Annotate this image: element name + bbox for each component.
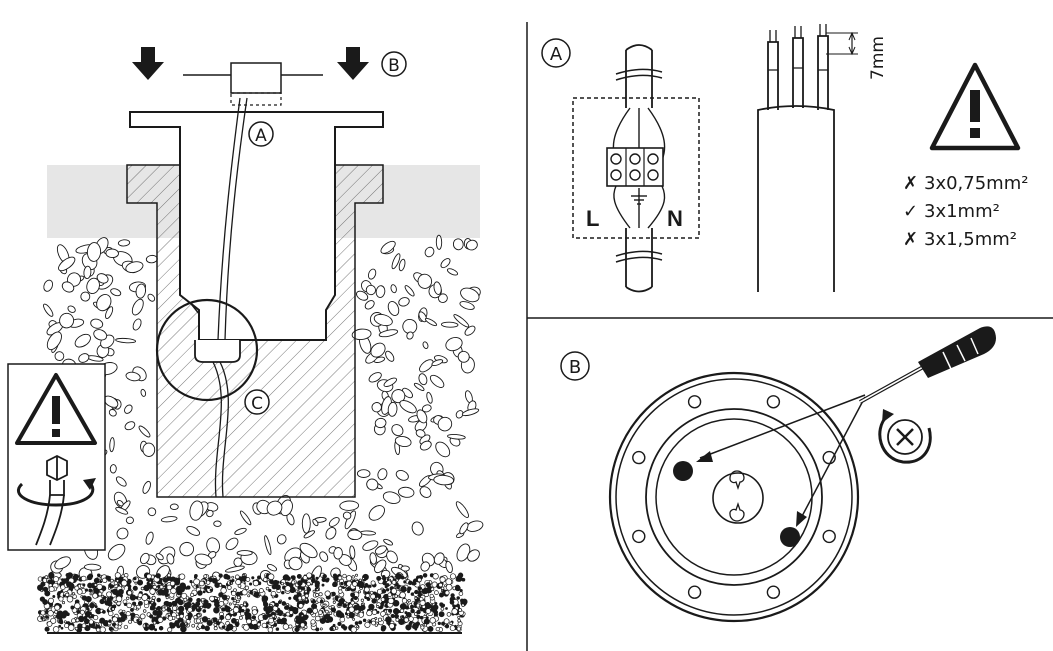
cable-option-mark: ✗ — [903, 173, 918, 194]
cable-option-text: 3x1,5mm² — [924, 229, 1017, 250]
mounting-hole — [632, 529, 646, 544]
svg-text:A: A — [255, 126, 267, 146]
cable-option-mark: ✗ — [903, 229, 918, 250]
screwdriver-icon — [859, 326, 996, 404]
mounting-hole — [766, 395, 781, 409]
neutral-label: N — [667, 206, 683, 231]
callout-c-left: C — [244, 389, 270, 415]
center-mount-icon — [712, 470, 764, 524]
svg-text:A: A — [550, 44, 563, 65]
lamp-ring-top-view — [608, 371, 866, 623]
callout-a-wiring: A — [541, 38, 571, 68]
callout-b-left: B — [381, 51, 407, 77]
cable-option-text: 3x1mm² — [924, 201, 1000, 222]
live-label: L — [586, 206, 599, 231]
unscrew-rotation-icon — [878, 409, 932, 464]
soil-layer — [37, 572, 468, 633]
warning-triangle-icon — [929, 62, 1021, 151]
screw-point — [780, 527, 800, 547]
mounting-hole — [632, 450, 646, 465]
callout-a-left: A — [248, 121, 274, 147]
rotate-arrow-icon — [16, 478, 96, 507]
lamp-body — [129, 62, 384, 363]
tightening-warning-box — [7, 363, 106, 551]
strip-length-label: 7mm — [868, 36, 888, 80]
press-down-arrow-right-icon — [337, 47, 369, 80]
cable-option-list: ✗ 3x0,75mm² ✓ 3x1mm² ✗ 3x1,5mm² — [903, 173, 1028, 250]
cable-gland-nut-icon — [35, 454, 68, 546]
press-down-arrow-left-icon — [132, 47, 164, 80]
mounting-hole — [687, 585, 702, 599]
detail-circle-c — [155, 298, 259, 402]
svg-text:B: B — [569, 357, 581, 378]
warning-triangle-icon — [15, 373, 97, 445]
stripped-cable — [757, 24, 858, 292]
ground-section — [37, 164, 484, 634]
screw-point — [673, 461, 693, 481]
terminal-block-cable — [606, 44, 666, 293]
callout-b-ring: B — [560, 351, 590, 381]
cable-option-text: 3x0,75mm² — [924, 173, 1028, 194]
mounting-hole — [687, 395, 702, 409]
svg-text:C: C — [251, 394, 263, 414]
cable-option-mark: ✓ — [903, 201, 918, 222]
connection-box-dashed — [572, 97, 700, 239]
mounting-hole — [766, 585, 781, 599]
svg-text:B: B — [388, 56, 400, 76]
mounting-hole — [822, 529, 836, 544]
